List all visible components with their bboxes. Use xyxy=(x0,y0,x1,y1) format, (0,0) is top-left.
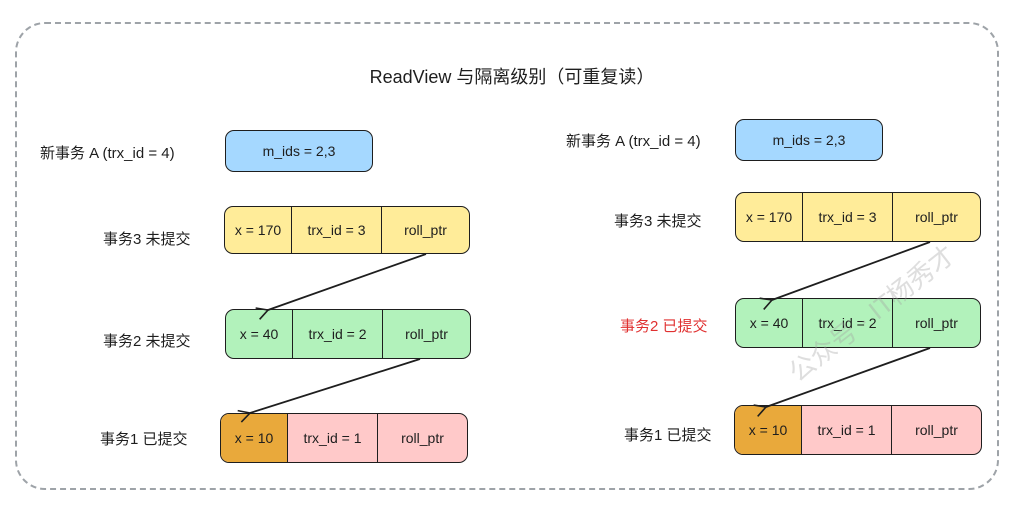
diagram-title: ReadView 与隔离级别（可重复读） xyxy=(369,67,655,87)
left-trx2-trxid: trx_id = 2 xyxy=(292,310,382,358)
right-trx1-trxid: trx_id = 1 xyxy=(801,406,891,454)
left-trx2-rollptr: roll_ptr xyxy=(382,310,470,358)
left-trx2-label: 事务2 未提交 xyxy=(103,333,191,350)
left-readview-value: m_ids = 2,3 xyxy=(262,143,336,159)
left-trx1-record: x = 10 trx_id = 1 roll_ptr xyxy=(220,413,468,463)
right-trx2-rollptr: roll_ptr xyxy=(892,299,980,347)
right-trx1-rollptr: roll_ptr xyxy=(891,406,981,454)
left-trx1-trxid: trx_id = 1 xyxy=(287,414,377,462)
right-trx3-label: 事务3 未提交 xyxy=(614,213,702,230)
right-trx3-rollptr: roll_ptr xyxy=(892,193,980,241)
left-trx3-label: 事务3 未提交 xyxy=(103,231,191,248)
diagram-frame xyxy=(15,22,999,490)
right-trx2-x: x = 40 xyxy=(749,315,789,331)
left-trx1-x-visible: x = 10 xyxy=(221,414,287,462)
left-trx2-record: x = 40 trx_id = 2 roll_ptr xyxy=(225,309,471,359)
right-trx1-x-visible: x = 10 xyxy=(735,406,801,454)
right-trx2-trxid: trx_id = 2 xyxy=(802,299,892,347)
right-trx3-x: x = 170 xyxy=(745,209,793,225)
right-trx3-trxid: trx_id = 3 xyxy=(802,193,892,241)
right-trx3-record: x = 170 trx_id = 3 roll_ptr xyxy=(735,192,981,242)
right-trx2-label: 事务2 已提交 xyxy=(620,318,708,335)
left-trx3-x: x = 170 xyxy=(234,222,282,238)
right-trx1-record: x = 10 trx_id = 1 roll_ptr xyxy=(734,405,982,455)
right-trx1-label: 事务1 已提交 xyxy=(624,427,712,444)
left-trx1-rollptr: roll_ptr xyxy=(377,414,467,462)
right-readview-label: 新事务 A (trx_id = 4) xyxy=(566,133,701,150)
left-trx3-record: x = 170 trx_id = 3 roll_ptr xyxy=(224,206,470,254)
left-trx3-rollptr: roll_ptr xyxy=(381,207,469,253)
left-trx3-trxid: trx_id = 3 xyxy=(291,207,381,253)
left-trx1-label: 事务1 已提交 xyxy=(100,431,188,448)
left-readview-box: m_ids = 2,3 xyxy=(225,130,373,172)
left-trx2-x: x = 40 xyxy=(239,326,279,342)
right-readview-value: m_ids = 2,3 xyxy=(772,132,846,148)
right-readview-box: m_ids = 2,3 xyxy=(735,119,883,161)
left-readview-label: 新事务 A (trx_id = 4) xyxy=(40,145,175,162)
